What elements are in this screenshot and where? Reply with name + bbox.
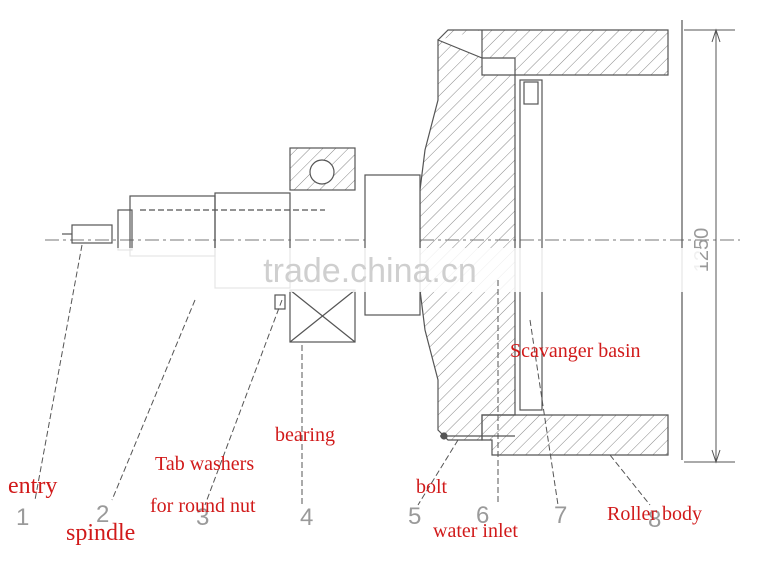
watermark-band xyxy=(40,248,700,292)
shaft-collar xyxy=(364,174,421,316)
label-spindle: spindle xyxy=(66,520,135,546)
part-number-1: 1 xyxy=(16,504,29,531)
label-round-nut: for round nut xyxy=(150,495,256,517)
roller-body xyxy=(419,20,683,460)
label-roller-body: Roller body xyxy=(607,503,702,525)
part-number-7: 7 xyxy=(554,502,567,529)
part-number-6: 6 xyxy=(476,502,489,529)
label-bolt: bolt xyxy=(416,476,448,498)
label-water-inlet: water inlet xyxy=(433,520,518,542)
bolt xyxy=(440,432,515,440)
entry-fitting xyxy=(62,224,113,244)
label-entry: entry xyxy=(8,473,57,499)
part-number-4: 4 xyxy=(300,504,313,531)
label-bearing: bearing xyxy=(275,424,335,446)
watermark: trade.china.cn xyxy=(263,252,477,290)
label-scavanger-basin: Scavanger basin xyxy=(510,340,641,362)
bearing xyxy=(289,147,356,343)
leader-lines xyxy=(34,244,651,506)
part-number-5: 5 xyxy=(408,503,421,530)
part-number-2: 2 xyxy=(96,501,109,528)
label-tab-washers: Tab washers xyxy=(155,453,254,475)
part-number-3: 3 xyxy=(196,504,209,531)
part-number-8: 8 xyxy=(648,506,661,533)
dimension-line xyxy=(684,28,735,464)
